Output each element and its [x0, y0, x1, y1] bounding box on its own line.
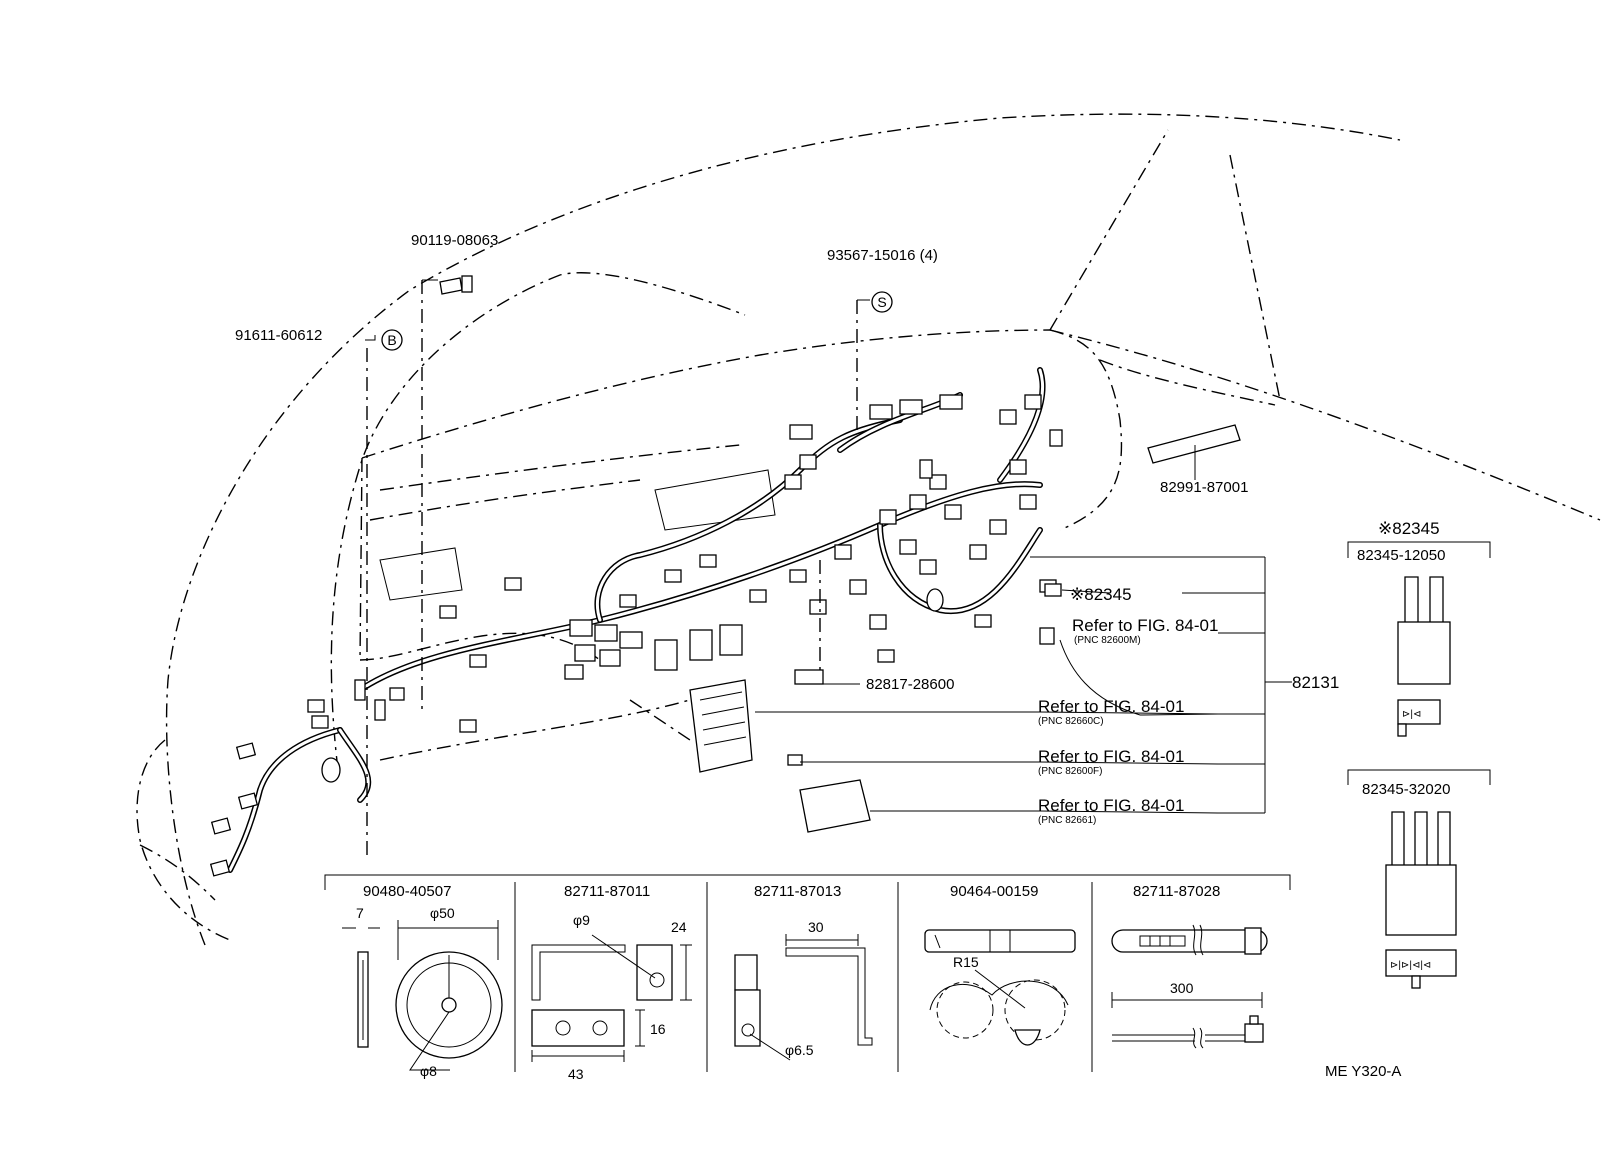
dim-width: 30 — [808, 919, 824, 935]
label-harness: 82131 — [1292, 673, 1339, 692]
diode-b: ⊳|⊳|⊲|⊲ — [1385, 811, 1457, 989]
diode-box: ※82345 82345-12050 ⊳|⊲ 82345-32020 ⊳|⊳|⊲… — [1347, 519, 1491, 989]
diode-part-a-label: 82345-12050 — [1357, 547, 1445, 564]
diode-a-symbol: ⊳|⊲ — [1402, 709, 1421, 720]
part-number: 82711-87013 — [754, 883, 841, 900]
callout-s-letter: S — [877, 294, 886, 310]
label-refer-fig-2: Refer to FIG. 84-01 — [1038, 697, 1184, 716]
label-pnc-3: (PNC 82600F) — [1038, 766, 1102, 777]
dim-diameter: φ50 — [430, 905, 455, 921]
vehicle-outline — [136, 113, 1601, 946]
callout-s: S — [871, 291, 893, 313]
dim-radius: R15 — [953, 954, 979, 970]
label-refer-fig-3: Refer to FIG. 84-01 — [1038, 747, 1184, 766]
part-number: 90480-40507 — [363, 883, 451, 900]
wire-harness-82131 — [209, 275, 1241, 877]
label-strip: 82991-87001 — [1160, 479, 1248, 496]
callout-b: B — [381, 329, 403, 351]
label-pnc-1: (PNC 82600M) — [1074, 635, 1141, 646]
label-bolt: 90119-08063 — [411, 232, 498, 249]
part-90480-40507: 90480-40507 7 φ50 φ8 — [342, 883, 503, 1079]
callout-b-circle — [381, 329, 403, 351]
label-refer-fig-4: Refer to FIG. 84-01 — [1038, 796, 1184, 815]
label-pnc-2: (PNC 82660C) — [1038, 716, 1104, 727]
part-number: 82711-87028 — [1133, 883, 1220, 900]
diode-part-b-label: 82345-32020 — [1362, 781, 1450, 798]
dim-hole: φ9 — [573, 912, 590, 928]
part-82711-87013: 82711-87013 30 φ6.5 — [734, 883, 873, 1061]
label-pnc-4: (PNC 82661) — [1038, 815, 1096, 826]
dim-width: 7 — [356, 905, 364, 921]
diode-a: ⊳|⊲ — [1397, 576, 1451, 737]
label-clip-b: 91611-60612 — [235, 327, 322, 344]
dim-height: 24 — [671, 919, 687, 935]
part-82711-87011: 82711-87011 φ9 24 16 43 — [531, 883, 692, 1082]
part-number: 82711-87011 — [564, 883, 650, 900]
label-refer-fig-1: Refer to FIG. 84-01 — [1072, 616, 1218, 635]
callout-s-circle — [871, 291, 893, 313]
callout-b-letter: B — [387, 332, 396, 348]
dim-hole: φ8 — [420, 1063, 437, 1079]
dim-h2: 16 — [650, 1021, 666, 1037]
leader-lines — [365, 279, 1292, 860]
label-relay-ref: ※82345 — [1070, 585, 1132, 604]
label-screw-s: 93567-15016 (4) — [827, 247, 938, 264]
dim-length: 43 — [568, 1066, 584, 1082]
diode-b-symbol: ⊳|⊳|⊲|⊲ — [1390, 960, 1431, 971]
parts-table: 90480-40507 7 φ50 φ8 82711-87011 φ9 24 — [324, 874, 1291, 1082]
label-block: 82817-28600 — [866, 676, 954, 693]
part-number: 90464-00159 — [950, 883, 1038, 900]
part-82711-87028: 82711-87028 300 — [1111, 883, 1268, 1049]
dim-length: 300 — [1170, 980, 1194, 996]
label-diagram-code: ME Y320-A — [1325, 1063, 1401, 1080]
part-90464-00159: 90464-00159 R15 — [924, 883, 1076, 1046]
diode-box-title: ※82345 — [1378, 519, 1440, 538]
dim-hole: φ6.5 — [785, 1042, 814, 1058]
